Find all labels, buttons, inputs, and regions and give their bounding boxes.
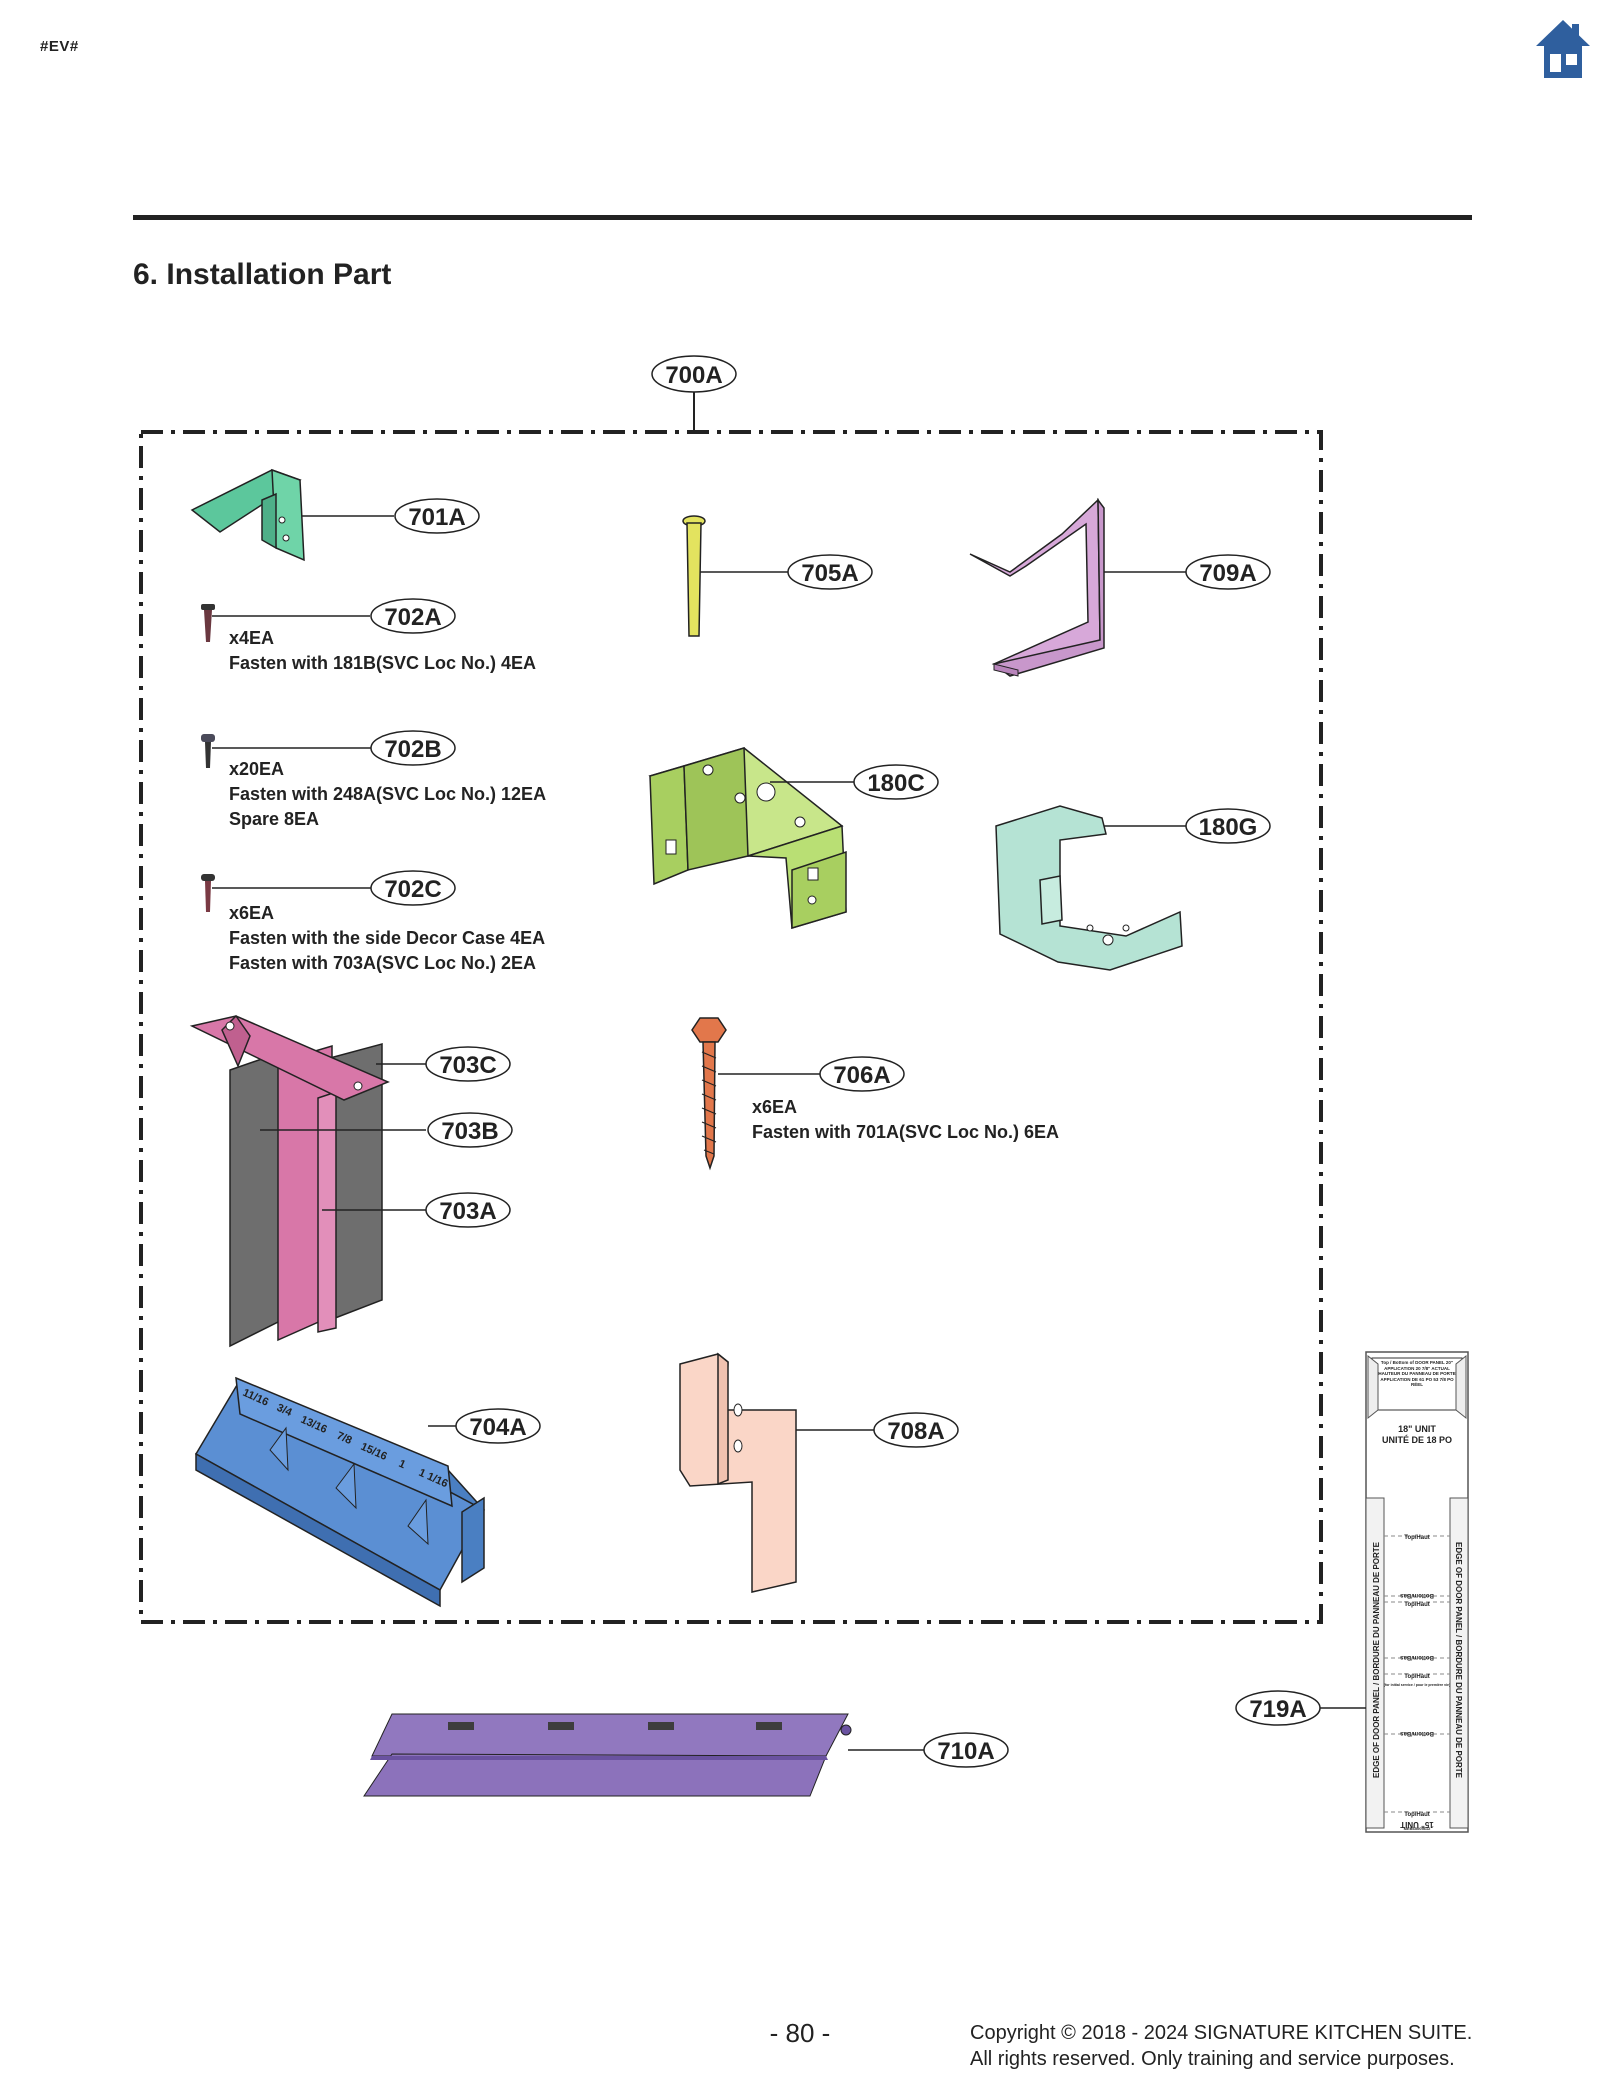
note-702A-qty: x4EA [229, 628, 274, 648]
kit-boundary [139, 430, 1323, 1624]
strip-710A [363, 1713, 852, 1797]
header-rule [133, 215, 1472, 220]
gauge-mark-4: 7/8 [335, 1430, 354, 1447]
home-icon[interactable] [1534, 18, 1592, 80]
template-first-service: (for initial service / pour le première … [1384, 1683, 1450, 1687]
note-702B-fasten: Fasten with 248A(SVC Loc No.) 12EA [229, 784, 546, 804]
bracket-709A [969, 497, 1105, 677]
gauge-mark-6: 1 [397, 1458, 407, 1471]
screw-702A [201, 604, 215, 642]
label-703A: 703A [439, 1198, 496, 1225]
template-bottom-mark-2: Bottom/Bas [1400, 1654, 1434, 1660]
note-702C-fasten-1: Fasten with the side Decor Case 4EA [229, 928, 545, 948]
page-number: - 80 - [769, 2018, 831, 2048]
template-code: MEB65005612 [1404, 1826, 1431, 1831]
bracket-708A [679, 1352, 797, 1593]
document-code: #EV# [40, 38, 79, 55]
bracket-180C [648, 747, 847, 930]
leader-lines [212, 515, 1366, 1751]
template-side-text-right: EDGE OF DOOR PANEL / BORDURE DU PANNEAU … [1454, 1542, 1463, 1779]
label-705A: 705A [801, 560, 858, 587]
template-top-box-text: Top / Bottom of DOOR PANEL 20" APPLICATI… [1378, 1360, 1456, 1387]
label-702B: 702B [384, 736, 441, 763]
bracket-701A [190, 468, 305, 562]
label-701A: 701A [408, 504, 465, 531]
label-180G: 180G [1199, 814, 1258, 841]
label-ovals [370, 355, 1321, 1768]
note-702C-qty: x6EA [229, 903, 274, 923]
note-702B-qty: x20EA [229, 759, 284, 779]
note-702A-fasten: Fasten with 181B(SVC Loc No.) 4EA [229, 653, 536, 673]
template-top-mark-3: Top/Haut [1404, 1674, 1430, 1680]
label-709A: 709A [1199, 560, 1256, 587]
label-703C: 703C [439, 1052, 496, 1079]
copyright: Copyright © 2018 - 2024 SIGNATURE KITCHE… [970, 2020, 1472, 2072]
label-706A: 706A [833, 1062, 890, 1089]
spacer-gauge-704A [194, 1376, 486, 1608]
label-180C: 180C [867, 770, 924, 797]
screw-702C [201, 874, 215, 912]
label-708A: 708A [887, 1418, 944, 1445]
screw-706A [691, 1017, 727, 1171]
template-card-719A [1365, 1351, 1469, 1833]
label-702C: 702C [384, 876, 441, 903]
template-unit-15: 15" UNIT [1400, 1820, 1434, 1829]
label-703B: 703B [441, 1118, 498, 1145]
note-706A-qty: x6EA [752, 1097, 797, 1117]
label-719A: 719A [1249, 1696, 1306, 1723]
template-bottom-mark-1: Bottom/Bas [1400, 1592, 1434, 1598]
label-700A: 700A [665, 362, 722, 389]
template-top-mark-2: Top/Haut [1404, 1602, 1430, 1608]
template-bottom-mark-3: Bottom/Bas [1400, 1730, 1434, 1736]
copyright-line-2: All rights reserved. Only training and s… [970, 2048, 1455, 2070]
label-710A: 710A [937, 1738, 994, 1765]
note-702C-fasten-2: Fasten with 703A(SVC Loc No.) 2EA [229, 953, 536, 973]
template-side-text-left: EDGE OF DOOR PANEL / BORDURE DU PANNEAU … [1372, 1541, 1381, 1778]
template-top-mark-1: Top/Haut [1404, 1535, 1430, 1541]
template-top-mark-4: Top/Haut [1404, 1812, 1430, 1818]
note-706A-fasten: Fasten with 701A(SVC Loc No.) 6EA [752, 1122, 1059, 1142]
label-702A: 702A [384, 604, 441, 631]
template-unit-fr: UNITÉ DE 18 PO [1382, 1435, 1452, 1445]
section-title: 6. Installation Part [133, 258, 392, 291]
screw-702B [201, 734, 215, 768]
template-unit-en: 18" UNIT [1398, 1424, 1436, 1434]
mounting-assembly-703 [189, 1014, 390, 1348]
copyright-line-1: Copyright © 2018 - 2024 SIGNATURE KITCHE… [970, 2022, 1473, 2044]
bracket-180G [995, 805, 1183, 971]
label-704A: 704A [469, 1414, 526, 1441]
pin-705A [682, 515, 706, 637]
note-702B-spare: Spare 8EA [229, 809, 319, 829]
